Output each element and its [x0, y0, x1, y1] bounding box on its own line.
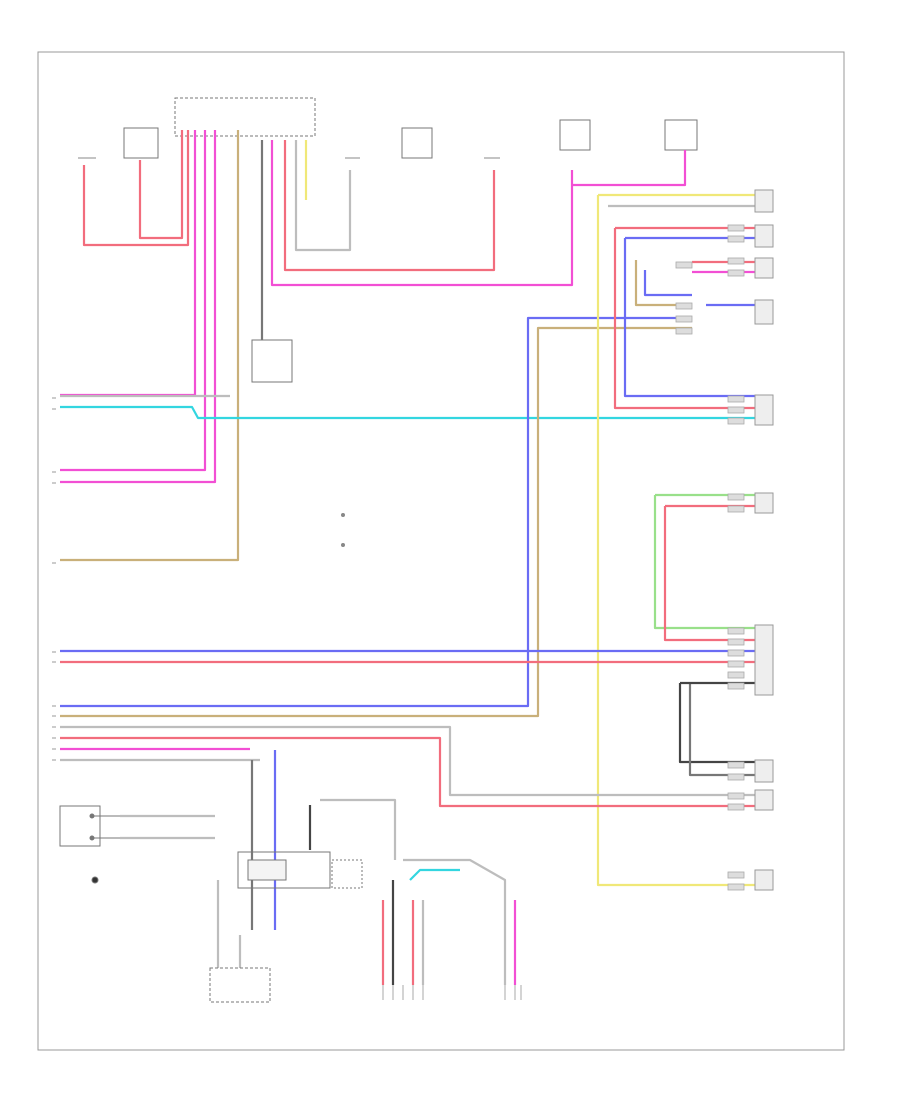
wire-tan-24 — [634, 260, 692, 307]
wire-light-45 — [320, 798, 397, 860]
diagram-frame — [37, 51, 845, 1051]
note-bullet-1 — [341, 513, 345, 517]
connector-right-8 — [754, 759, 774, 783]
wire-pink-3 — [60, 130, 197, 397]
bottom-module-main — [237, 851, 331, 889]
wire-light-38 — [60, 725, 760, 797]
wire-green-29 — [653, 495, 760, 630]
connector-right-4 — [754, 299, 774, 325]
top-components — [123, 97, 698, 383]
bottom-module-inner — [247, 859, 287, 881]
wire-cyan-49 — [409, 868, 460, 881]
bottom-sensor-box — [209, 967, 271, 1003]
left-switch-contacts — [89, 813, 120, 884]
connector-right-3 — [754, 257, 774, 279]
bottom-modules — [59, 805, 363, 1003]
wire-cyan-7 — [60, 405, 760, 420]
wire-red-21 — [613, 228, 760, 410]
wire-pink-10 — [270, 140, 574, 287]
wire-light-48 — [403, 858, 507, 985]
bottom-module-side — [331, 859, 363, 889]
bottom-connector-stubs — [382, 985, 522, 1000]
wire-pink-5 — [60, 130, 217, 484]
wire-red-30 — [663, 506, 760, 642]
component-box-switch-a — [401, 127, 433, 159]
component-box-mid-module — [251, 339, 293, 383]
connector-right-10 — [754, 869, 774, 891]
component-box-switch-b — [559, 119, 591, 151]
wire-red-39 — [60, 736, 760, 808]
component-box-upper-junction — [174, 97, 316, 137]
wire-blue-25 — [643, 270, 692, 297]
bottom-left-switch — [59, 805, 101, 847]
wire-blue-15 — [60, 316, 692, 708]
component-box-switch-c — [664, 119, 698, 151]
component-box-left-sensor — [123, 127, 159, 159]
wire-red-2 — [138, 130, 184, 240]
left-terminal-ticks — [52, 397, 56, 761]
note-bullet-2 — [341, 543, 345, 547]
wire-blue-20 — [623, 238, 760, 398]
wire-dark-35 — [678, 683, 760, 764]
wire-yellow-17 — [596, 195, 760, 887]
wire-light-13 — [294, 140, 352, 252]
wire-red-9 — [283, 140, 496, 272]
wire-tan-6 — [60, 130, 240, 562]
connector-right-9 — [754, 789, 774, 811]
wire-group — [60, 130, 760, 985]
wire-red-1 — [82, 130, 190, 247]
right-inline-connectors — [675, 224, 745, 891]
wire-pink-4 — [60, 130, 207, 472]
connector-right-6 — [754, 492, 774, 514]
connector-right-5 — [754, 394, 774, 426]
connector-right-1 — [754, 189, 774, 213]
wire-pink-11 — [572, 150, 687, 187]
central-notes — [341, 513, 345, 547]
right-connector-blocks — [754, 189, 774, 891]
connector-right-7 — [754, 624, 774, 696]
connector-right-2 — [754, 224, 774, 248]
